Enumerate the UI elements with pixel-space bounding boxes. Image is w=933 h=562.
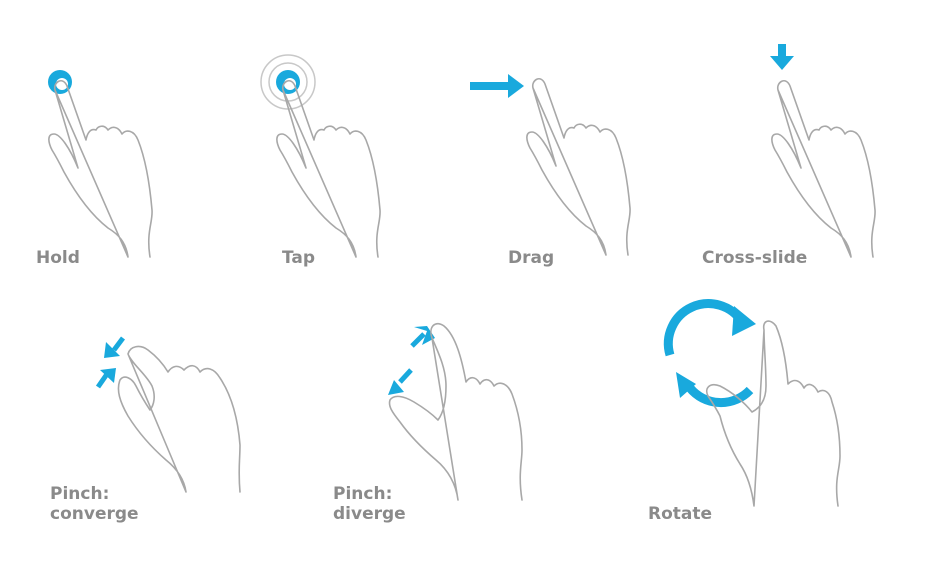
drag-gesture [470,74,631,256]
arrow-right-icon [470,74,524,98]
gesture-label-pinch-diverge: Pinch: diverge [333,484,406,524]
arrow-down-icon [770,44,794,70]
gesture-label-hold: Hold [36,248,80,268]
hold-gesture [48,70,153,258]
pinch-converge-gesture [95,336,241,493]
gesture-label-tap: Tap [282,248,316,268]
arrows-diverge-icon [388,326,435,395]
gesture-label-drag: Drag [508,248,555,268]
tap-gesture [260,54,381,258]
arrows-converge-icon [95,336,125,389]
pinch-diverge-gesture [388,322,523,501]
gesture-label-pinch-converge: Pinch: converge [50,484,139,524]
gesture-label-rotate: Rotate [648,504,713,524]
cross-slide-gesture [770,44,876,258]
rotate-gesture [663,299,841,507]
gesture-label-cross-slide: Cross-slide [702,248,808,268]
rotate-arrows-icon [663,299,756,408]
